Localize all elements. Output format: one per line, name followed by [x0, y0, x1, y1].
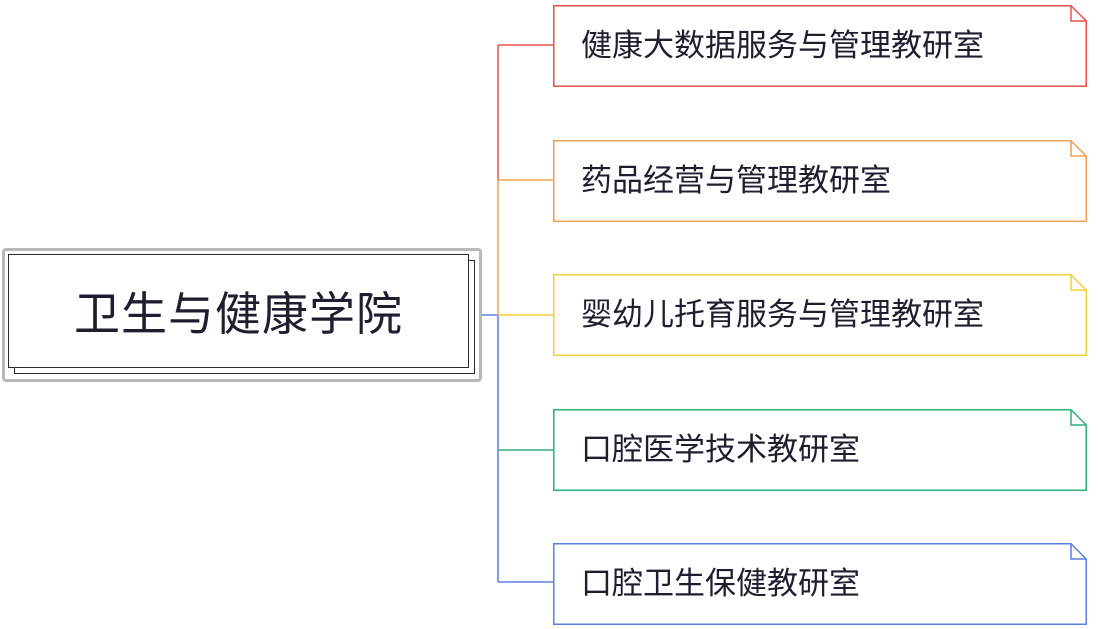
child-node-1-label: 健康大数据服务与管理教研室 [581, 28, 984, 64]
root-node-box: 卫生与健康学院 [8, 254, 469, 368]
root-node-label: 卫生与健康学院 [74, 287, 403, 341]
child-node-1-shape [553, 5, 1087, 87]
child-node-3-label: 婴幼儿托育服务与管理教研室 [581, 297, 984, 333]
child-node-5-shape [553, 543, 1087, 625]
child-node-2-shape [553, 140, 1087, 222]
child-node-5-label: 口腔卫生保健教研室 [581, 566, 860, 602]
child-node-1[interactable]: 健康大数据服务与管理教研室 [553, 5, 1087, 87]
child-node-4[interactable]: 口腔医学技术教研室 [553, 409, 1087, 491]
child-node-4-shape [553, 409, 1087, 491]
child-node-2[interactable]: 药品经营与管理教研室 [553, 140, 1087, 222]
child-node-3-shape [553, 274, 1087, 356]
child-node-2-label: 药品经营与管理教研室 [581, 163, 891, 199]
root-node[interactable]: 卫生与健康学院 [2, 248, 482, 382]
child-node-4-label: 口腔医学技术教研室 [581, 432, 860, 468]
child-node-3[interactable]: 婴幼儿托育服务与管理教研室 [553, 274, 1087, 356]
child-node-5[interactable]: 口腔卫生保健教研室 [553, 543, 1087, 625]
